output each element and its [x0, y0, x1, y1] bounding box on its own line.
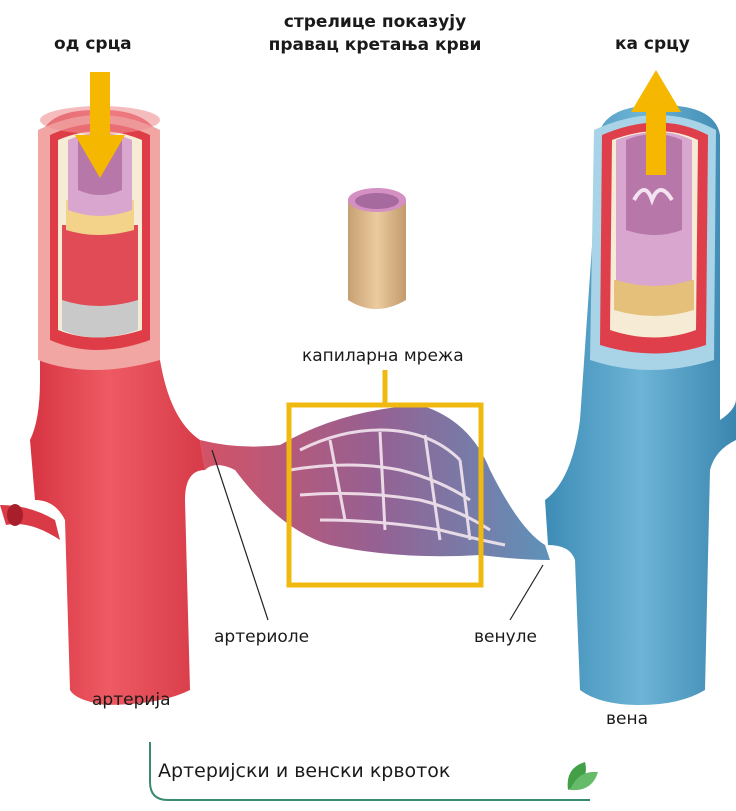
arrows-note-line2: правац кретања крви: [265, 35, 485, 55]
artery: [0, 106, 205, 705]
arrows-note-line1: стрелице показују: [275, 12, 475, 32]
vein: [545, 105, 736, 705]
figure-caption: Артеријски и венски крвоток: [158, 760, 450, 782]
to-heart-label: ка срцу: [615, 34, 690, 54]
arterioles-label: артериоле: [214, 627, 309, 647]
artery-label: артерија: [92, 690, 171, 710]
capillary-network: [200, 405, 550, 560]
leaf-icon: [568, 762, 598, 790]
capillary-tube: [348, 188, 406, 309]
vein-label: вена: [606, 709, 648, 729]
venules-pointer: [510, 565, 543, 620]
from-heart-label: од срца: [54, 34, 132, 54]
venules-label: венуле: [474, 627, 537, 647]
capillary-network-label: капиларна мрежа: [302, 346, 464, 366]
